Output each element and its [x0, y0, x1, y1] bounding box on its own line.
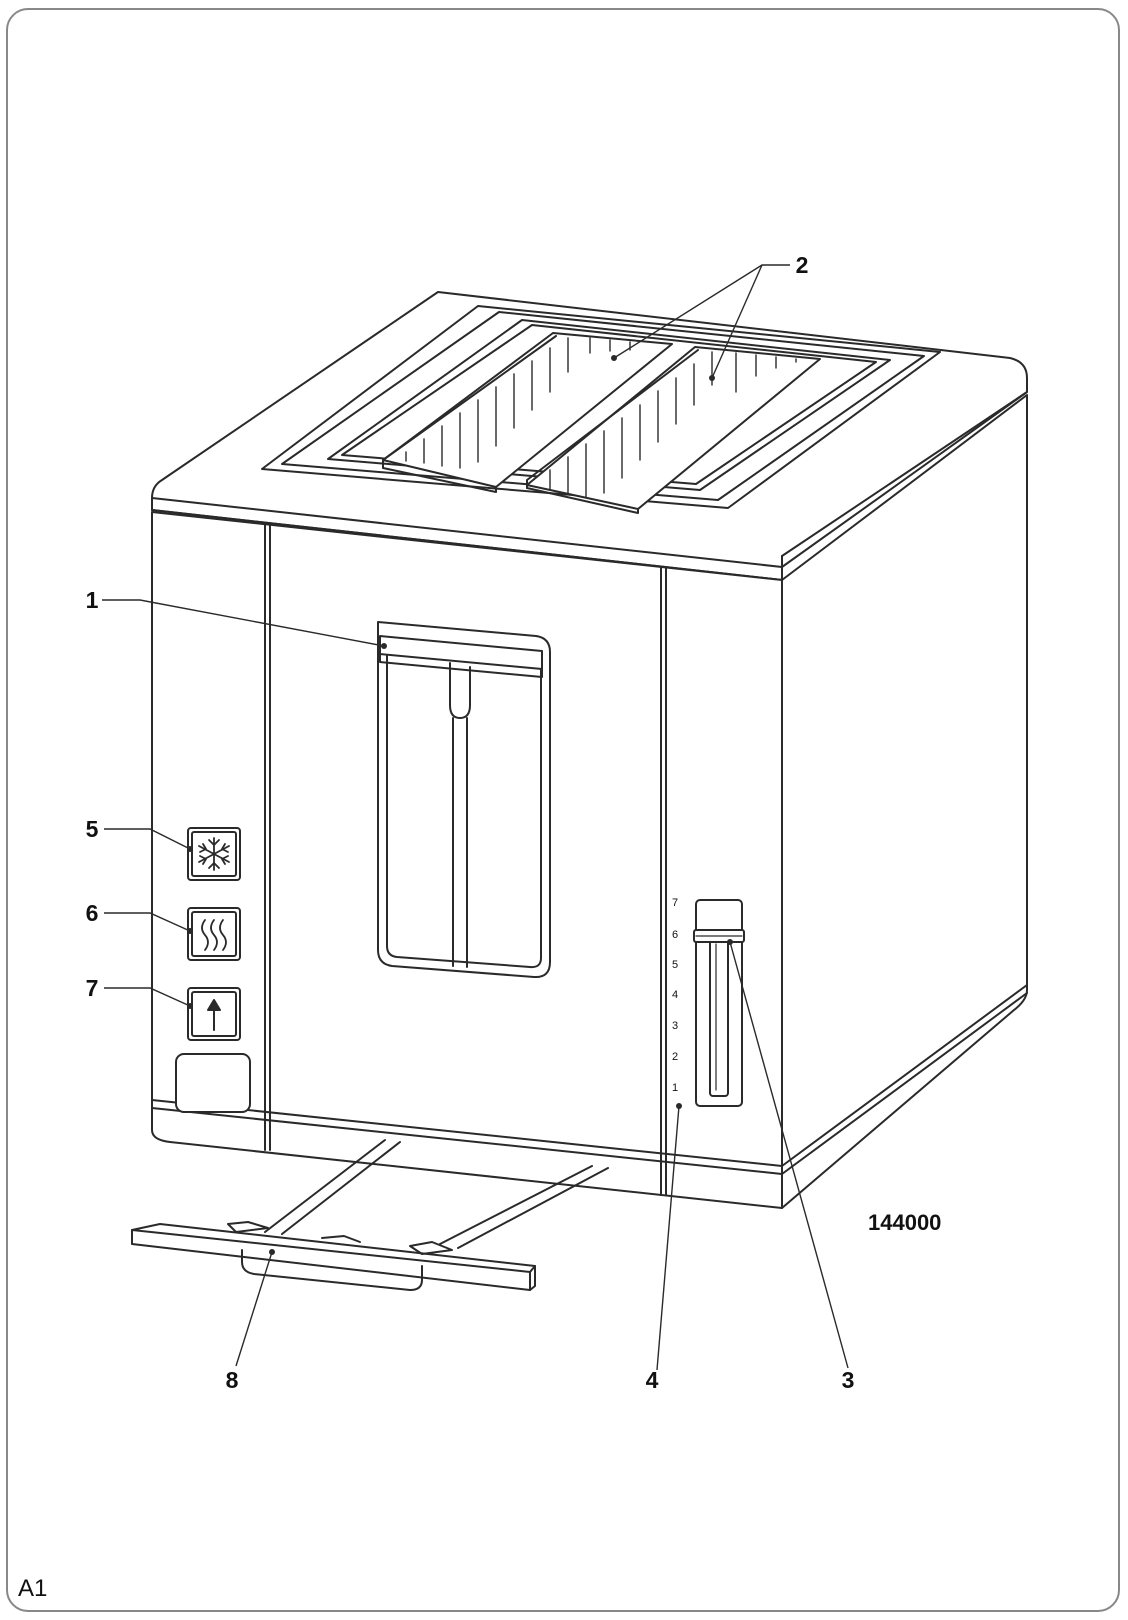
callout-4: 4	[646, 1367, 659, 1393]
figure-label: A1	[18, 1575, 47, 1602]
browning-level-7: 7	[672, 897, 678, 909]
callout-6: 6	[86, 900, 99, 926]
model-number: 144000	[868, 1210, 941, 1235]
browning-level-6: 6	[672, 929, 678, 941]
callout-1: 1	[86, 587, 99, 613]
callout-5: 5	[86, 816, 99, 842]
snowflake-icon	[198, 837, 230, 871]
blank-panel	[175, 1053, 251, 1113]
arrow-up-icon	[207, 999, 221, 1031]
browning-scale: 7 6 5 4 3 2 1	[672, 897, 678, 1094]
callout-2: 2	[796, 252, 809, 278]
leader-dots	[187, 355, 733, 1255]
browning-level-4: 4	[672, 989, 678, 1001]
lift-lever-slot	[377, 621, 551, 979]
callout-7: 7	[86, 975, 99, 1001]
callout-3: 3	[842, 1367, 855, 1393]
browning-slider[interactable]	[693, 899, 745, 1107]
callout-8: 8	[226, 1367, 239, 1393]
browning-level-2: 2	[672, 1051, 678, 1063]
leader-lines	[102, 264, 849, 1371]
crumb-tray[interactable]	[131, 1139, 609, 1291]
browning-level-5: 5	[672, 959, 678, 971]
tray-handle	[241, 1249, 423, 1291]
browning-level-1: 1	[672, 1082, 678, 1094]
toast-slot-right	[526, 346, 821, 514]
browning-level-3: 3	[672, 1020, 678, 1032]
heat-waves-icon	[201, 919, 227, 951]
toast-slot-left	[382, 332, 673, 493]
figure-frame	[6, 8, 1120, 1612]
lift-lever[interactable]	[379, 635, 543, 968]
callouts: 1 2 3 4 5 6 7 8	[86, 252, 855, 1393]
